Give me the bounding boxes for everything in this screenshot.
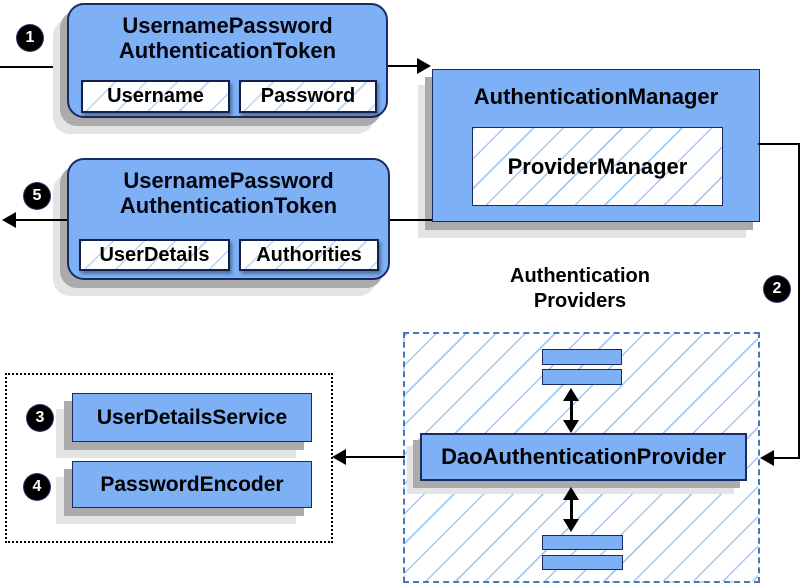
authorities-field: Authorities [239,239,379,271]
bidirectional-arrow-top-icon [562,388,580,433]
step-2-badge: 2 [764,276,790,302]
step-5-badge: 5 [24,183,50,209]
request-token-node: UsernamePassword AuthenticationToken Use… [67,3,388,118]
manager-to-provider-line-top [758,143,800,145]
result-outgoing-arrowhead-icon [2,212,16,228]
provider-stack-top-bar-1 [542,349,622,365]
request-token-title-line2: AuthenticationToken [118,38,337,63]
manager-to-result-line [385,219,432,221]
step-1-badge: 1 [17,25,43,51]
step-3-badge: 3 [27,405,53,431]
authentication-manager-title: AuthenticationManager [473,84,719,109]
dao-to-services-arrowhead-icon [332,449,346,465]
manager-to-provider-arrowhead-icon [760,450,774,466]
request-token-title-line1: UsernamePassword [122,13,333,38]
authentication-providers-heading-line2: Providers [533,290,627,312]
result-token-title-line2: AuthenticationToken [119,193,338,218]
bidirectional-arrow-bottom-icon [562,487,580,532]
step-4-badge: 4 [24,474,50,500]
password-field: Password [239,80,377,113]
result-token-title: UsernamePassword AuthenticationToken [69,160,388,218]
authentication-providers-heading: Authentication Providers [455,264,705,314]
dao-authentication-provider-node: DaoAuthenticationProvider [420,433,747,481]
user-details-service-node: UserDetailsService [72,393,312,442]
authentication-providers-heading-line1: Authentication [510,265,650,287]
result-outgoing-line [14,219,67,221]
token-to-manager-arrowhead-icon [417,58,431,74]
authentication-manager-node: AuthenticationManager ProviderManager [432,69,760,222]
result-token-title-line1: UsernamePassword [123,168,334,193]
password-encoder-node: PasswordEncoder [72,461,312,508]
request-token-title: UsernamePassword AuthenticationToken [69,5,386,63]
services-group [5,373,333,543]
provider-stack-bottom-bar-2 [542,555,623,570]
result-token-node: UsernamePassword AuthenticationToken Use… [67,158,390,280]
username-field: Username [81,80,230,113]
provider-stack-bottom-bar-1 [542,535,623,550]
provider-stack-top-bar-2 [542,369,622,385]
token-to-manager-line [388,65,418,67]
manager-to-provider-line-bottom [774,457,800,459]
incoming-request-line [0,66,67,68]
provider-manager-node: ProviderManager [472,127,723,206]
user-details-field: UserDetails [79,239,230,271]
dao-to-services-line [345,456,405,458]
manager-to-provider-line-vertical [798,143,800,459]
